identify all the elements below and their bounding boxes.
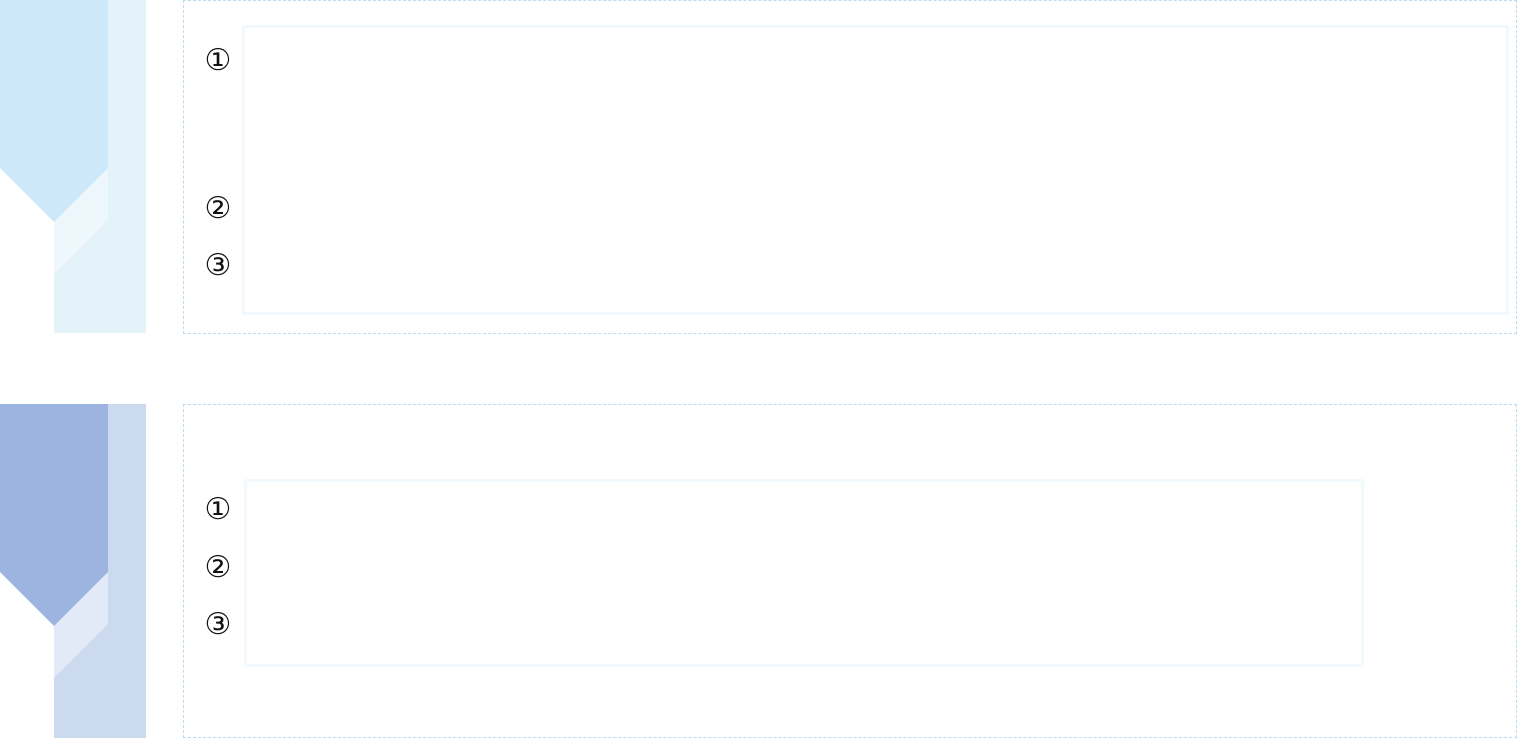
section-1: ① ② ③ xyxy=(0,0,1518,334)
marker-3: ③ xyxy=(204,248,232,283)
ribbon-decoration xyxy=(0,0,146,334)
marker-1: ① xyxy=(204,492,232,527)
content-panel xyxy=(183,0,1517,334)
marker-1: ① xyxy=(204,43,232,78)
marker-3: ③ xyxy=(204,607,232,642)
marker-2: ② xyxy=(204,191,232,226)
text-box xyxy=(242,25,1509,315)
marker-2: ② xyxy=(204,550,232,585)
section-2: ① ② ③ xyxy=(0,404,1518,738)
ribbon-decoration xyxy=(0,404,146,738)
text-box xyxy=(244,479,1364,667)
